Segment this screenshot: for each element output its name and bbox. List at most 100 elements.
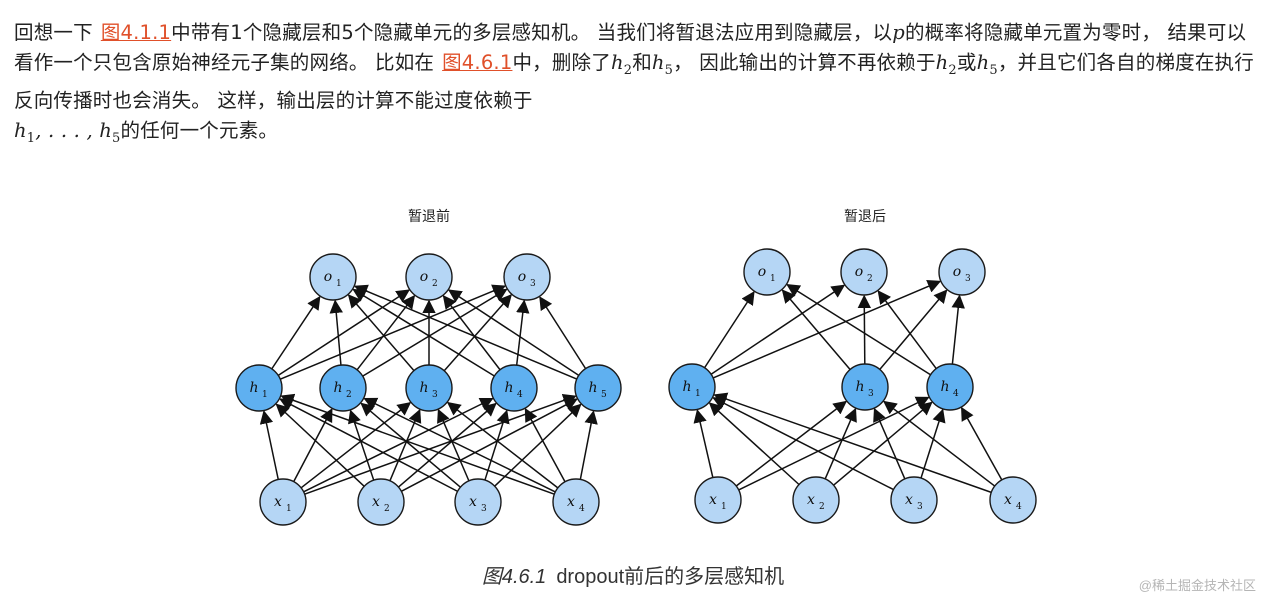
left-edge-x3-h5 [494, 403, 582, 487]
left-edge-x3-h4 [484, 409, 510, 481]
node-label: h [504, 380, 513, 396]
right-edge-x1-h3 [735, 400, 848, 487]
node-circle [319, 364, 367, 412]
node-subscript: 1 [336, 279, 342, 289]
node-circle [840, 248, 888, 296]
node-circle [938, 248, 986, 296]
node-label: h [588, 380, 597, 396]
node-subscript: 2 [819, 502, 825, 512]
node-subscript: 1 [721, 502, 727, 512]
node-circle [503, 253, 551, 301]
text-segment: ， 因此输出的计算不再依赖于 [673, 51, 936, 74]
text-segment: 和 [632, 51, 652, 74]
left-edge-x4-h5 [579, 410, 598, 480]
right-edge-x4-h3 [883, 400, 996, 487]
left-edge-h3-o3 [443, 293, 513, 372]
right-edge-h1-o1 [703, 290, 755, 369]
node-circle [668, 363, 716, 411]
node-label: o [420, 269, 428, 285]
left-edge-h1-o1 [271, 295, 321, 370]
caption-text: dropout前后的多层感知机 [556, 566, 785, 588]
left-edge-h4-o1 [352, 288, 495, 377]
right-edge-x3-h1 [712, 397, 894, 491]
node-subscript: 2 [432, 279, 438, 289]
node-label: o [324, 269, 332, 285]
node-label: h [682, 379, 691, 395]
left-edge-x4-h3 [446, 401, 559, 489]
node-circle [235, 364, 283, 412]
left-network-title: 暂退前 [408, 208, 450, 224]
right-network-title: 暂退后 [844, 208, 886, 224]
right-edge-x2-h3 [824, 407, 857, 480]
figure-link-4-6-1[interactable]: 图4.6.1 [442, 51, 513, 74]
figure-caption: 图4.6.1 dropout前后的多层感知机 [0, 560, 1266, 589]
left-edge-x3-h1 [279, 398, 458, 493]
node-label: x [905, 492, 913, 508]
node-subscript: 3 [868, 389, 874, 399]
text-segment: 回想一下 [14, 21, 93, 44]
node-subscript: 5 [601, 390, 607, 400]
right-edge-x4-h4 [961, 406, 1003, 481]
node-label: x [274, 494, 282, 510]
right-edge-x1-h1 [693, 409, 714, 478]
node-subscript: 2 [867, 274, 873, 284]
node-subscript: 1 [286, 504, 292, 514]
node-subscript: 1 [695, 389, 701, 399]
right-edge-h4-o2 [877, 290, 937, 370]
node-label: x [567, 494, 575, 510]
figure-link-4-1-1[interactable]: 图4.1.1 [100, 21, 172, 44]
math-h5: h5 [976, 51, 998, 78]
left-edge-h5-o3 [539, 296, 587, 370]
left-edge-h5-o1 [353, 284, 578, 380]
left-edge-h1-o2 [277, 289, 411, 377]
left-edge-x1-h2 [293, 408, 333, 482]
node-subscript: 3 [917, 502, 923, 512]
node-label: x [1004, 492, 1012, 508]
right-edge-h3-o3 [879, 289, 948, 370]
node-subscript: 4 [1016, 502, 1022, 512]
node-subscript: 3 [481, 504, 487, 514]
caption-number: 图4.6.1 [481, 566, 547, 588]
node-circle [989, 476, 1037, 524]
node-subscript: 2 [384, 504, 390, 514]
right-edge-x3-h3 [873, 407, 906, 480]
node-label: h [419, 380, 428, 396]
node-subscript: 4 [517, 390, 523, 400]
text-segment: ，并且它们各自的梯度在执行反向传播时也会消失。 这样，输出层的计算不能过度依赖于 [14, 51, 1254, 112]
node-circle [574, 364, 622, 412]
math-h1-to-h5: h1, . . . , h5 [14, 118, 121, 146]
node-circle [890, 476, 938, 524]
node-subscript: 3 [530, 279, 536, 289]
left-edge-h2-o3 [362, 288, 508, 377]
left-edge-h5-o2 [447, 289, 580, 377]
node-subscript: 1 [262, 390, 268, 400]
node-subscript: 3 [965, 274, 971, 284]
left-edge-x2-h1 [275, 403, 365, 487]
node-label: h [249, 380, 258, 396]
text-segment: 或 [956, 51, 977, 74]
math-h2: h2 [935, 51, 957, 78]
node-label: o [953, 264, 961, 280]
left-edge-x1-h1 [259, 410, 279, 480]
left-edge-x3-h3 [437, 408, 470, 482]
node-label: h [333, 380, 342, 396]
node-label: x [372, 494, 380, 510]
node-subscript: 4 [953, 389, 959, 399]
